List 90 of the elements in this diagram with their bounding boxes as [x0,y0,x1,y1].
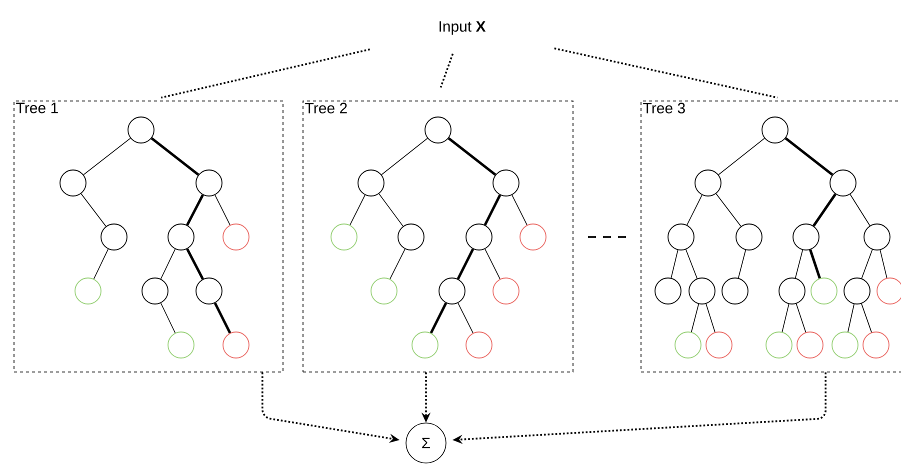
tree-node [864,224,890,250]
tree-node [736,224,762,250]
tree-node [832,332,858,358]
tree-branch [706,303,716,333]
tree-node [520,224,546,250]
tree-branch [861,249,873,279]
tree-branch [484,248,500,280]
tree-branch [390,248,406,280]
tree-node [810,278,838,304]
tree-branch [670,250,678,278]
tree-node [168,332,194,358]
tree-branch [378,193,404,227]
tree-node [222,332,250,358]
tree-branch [448,137,496,176]
tree-branch [782,304,790,332]
tree-branch [186,248,204,280]
tree-node [876,278,901,304]
tree-branch [80,193,106,227]
tree-branch [850,194,870,226]
tree-node [766,332,792,358]
tree-node [654,278,682,304]
tree-node [830,170,856,196]
tree-branch [350,194,366,226]
tree-node [706,332,732,358]
dotted-line [160,48,370,99]
tree-node [142,278,168,304]
tree-node [862,332,890,358]
tree-branch [880,250,888,278]
tree-branch [796,303,806,333]
tree-node [668,224,694,250]
tree-node [688,278,716,304]
tree-node [128,116,154,144]
tree-node [398,224,424,250]
tree-node [674,332,702,358]
tree-panel: Tree 2 [302,100,574,372]
dotted-line [554,48,778,98]
tree-branch [83,138,131,176]
tree-node [778,278,806,304]
tree-branch [718,138,765,176]
tree-node [438,278,466,304]
tree-branch [458,302,474,334]
tree-node [694,170,722,196]
tree-node [466,224,492,250]
tree-node [412,332,438,358]
tree-node [196,170,222,196]
tree-node [492,278,520,304]
tree-branch [150,137,200,176]
tree-branch [861,303,872,333]
tree-node [762,116,788,144]
tree-node [792,224,820,250]
tree-branch [512,194,528,226]
tree-node [196,278,222,304]
tree-node [844,278,870,304]
tree-branch [160,248,176,280]
tree-panel: Tree 3 [640,100,901,372]
tree-branch [784,137,834,176]
tree-node [100,224,128,250]
tree-branch [381,138,428,176]
tree-node [722,278,748,304]
tree-branch [456,248,474,280]
tree-node [60,170,86,196]
tree-panel: Tree 1 [14,100,284,372]
input-label: Input X [440,21,486,35]
tree-branch [690,304,700,332]
tree-branch [93,248,109,280]
tree-branch [430,302,448,334]
tree-branch [794,250,804,278]
tree-node [466,332,492,358]
tree-node [492,170,520,196]
tree-node [222,224,250,250]
tree-node [330,224,358,250]
tree-branch [214,302,232,334]
tree-branch [160,302,176,334]
tree-branch [812,193,836,227]
dotted-line [440,54,454,88]
tree-branch [716,193,742,227]
tree-branch [686,194,702,226]
tree-node [370,278,398,304]
tree-node [358,170,384,196]
tree-node [168,224,194,250]
tree-node [424,116,452,144]
tree-node [74,278,102,304]
tree-branch [484,194,502,226]
tree-node [796,332,824,358]
tree-branch [848,304,854,332]
tree-branch [186,194,204,226]
tree-branch [214,194,230,226]
tree-branch [685,249,698,279]
tree-branch [738,250,746,278]
tree-branch [809,249,821,279]
